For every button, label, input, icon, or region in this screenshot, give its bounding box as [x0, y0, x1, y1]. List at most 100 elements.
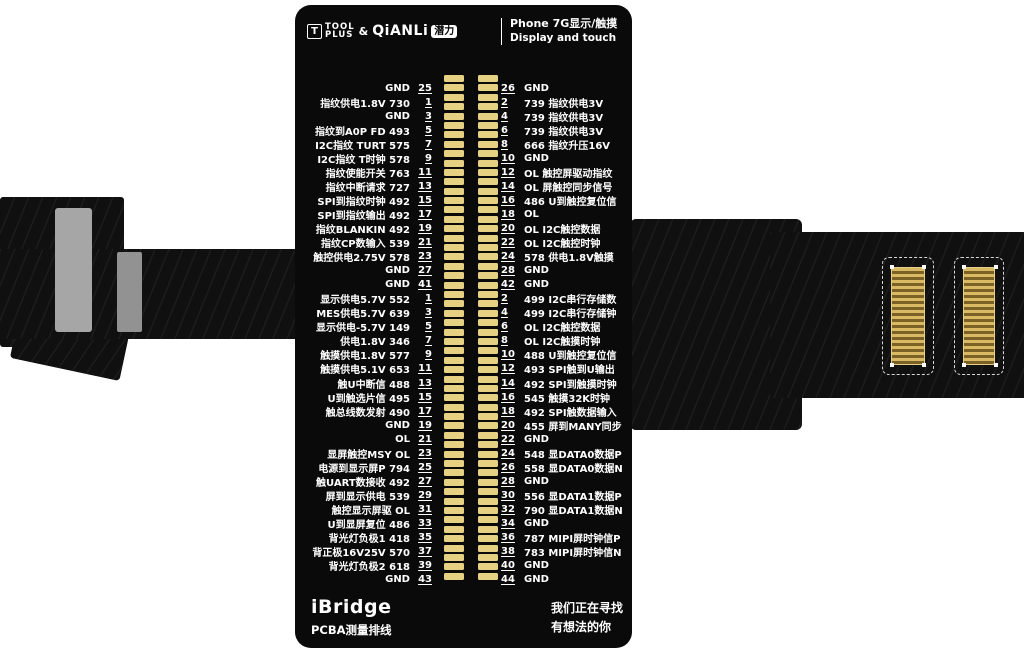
- left-pin-number: 13: [418, 180, 432, 192]
- gold-test-pad: [478, 159, 498, 167]
- gold-test-pad: [444, 337, 464, 345]
- right-pin-number: 2: [501, 96, 508, 108]
- left-pin-number: 29: [418, 489, 432, 501]
- left-signal-label: SPI到指纹时钟 492: [317, 196, 410, 208]
- gold-test-pad: [444, 563, 464, 571]
- left-pin-number: 15: [418, 391, 432, 403]
- left-signal-label: 指纹BLANKIN 492: [315, 225, 410, 236]
- board-to-board-connector-1: [882, 257, 934, 375]
- pin-row: SPI到指纹时钟 492 15 16 486 U到触控复位信: [301, 193, 626, 208]
- left-pin-number: 27: [418, 475, 432, 487]
- right-pin-number: 40: [501, 560, 515, 572]
- gold-test-pad: [478, 450, 498, 458]
- connector-1-gold-contacts: [890, 265, 925, 367]
- right-pin-number: 32: [501, 503, 515, 515]
- right-signal-label: 578 供电1.8V触摸: [524, 253, 614, 265]
- gold-test-pad: [478, 319, 498, 327]
- gold-test-pad: [478, 460, 498, 468]
- right-signal-label: OL I2C触控时钟: [524, 239, 601, 251]
- left-signal-label: SPI到指纹输出 492: [317, 210, 410, 222]
- right-pin-number: 8: [501, 335, 508, 347]
- gold-test-pad: [444, 450, 464, 458]
- left-stiffener-pad: [55, 208, 92, 332]
- gold-test-pad: [444, 272, 464, 280]
- header-divider: [501, 17, 502, 45]
- left-signal-label: 背光灯负极2 618: [328, 562, 410, 574]
- left-signal-label: I2C指纹 TURT 575: [315, 140, 410, 152]
- right-pin-number: 12: [501, 166, 515, 178]
- left-signal-label: 触控显示屏驱 OL: [331, 505, 410, 517]
- gold-test-pad: [444, 281, 464, 289]
- gold-test-pad: [444, 422, 464, 430]
- left-signal-label: 显示供电-5.7V 149: [316, 323, 410, 335]
- left-flex-cable-ribbon: [0, 249, 302, 339]
- left-pin-number: 15: [418, 194, 432, 206]
- gold-test-pad: [444, 262, 464, 270]
- qianli-wordmark: QiANLi: [372, 23, 429, 39]
- gold-test-pad: [478, 131, 498, 139]
- gold-test-pad: [444, 497, 464, 505]
- right-signal-label: 666 指纹升压16V: [524, 140, 611, 152]
- right-signal-label: 739 指纹供电3V: [524, 126, 604, 138]
- left-signal-label: GND: [385, 419, 410, 431]
- left-signal-label: 屏到显示供电 539: [325, 491, 410, 503]
- left-signal-label: 指纹到A0P FD 493: [315, 126, 410, 138]
- gold-test-pad: [478, 215, 498, 223]
- gold-test-pad: [478, 178, 498, 186]
- right-pin-number: 26: [501, 461, 515, 473]
- gold-test-pad: [444, 168, 464, 176]
- slogan-line-1: 我们正在寻找: [551, 601, 624, 615]
- gold-test-pad: [478, 403, 498, 411]
- gold-test-pad: [478, 328, 498, 336]
- left-pin-number: 3: [425, 307, 432, 319]
- gold-test-pad: [444, 159, 464, 167]
- left-signal-label: 背光灯负极1 418: [328, 534, 410, 546]
- gold-test-pad: [478, 75, 498, 82]
- gold-test-pad: [478, 525, 498, 533]
- product-subtitle: PCBA测量排线: [311, 623, 392, 637]
- gold-test-pad: [478, 469, 498, 477]
- right-signal-label: GND: [524, 279, 549, 291]
- gold-test-pad: [478, 234, 498, 242]
- right-pin-number: 6: [501, 124, 508, 136]
- left-pin-number: 7: [425, 335, 432, 347]
- right-signal-label: 790 显DATA1数据N: [524, 505, 623, 517]
- left-pin-number: 5: [425, 124, 432, 136]
- gold-test-pad: [478, 553, 498, 561]
- gold-test-pad: [444, 319, 464, 327]
- left-signal-label: 触U中断信 488: [337, 379, 410, 391]
- right-pin-number: 16: [501, 194, 515, 206]
- gold-test-pad: [478, 563, 498, 571]
- gold-test-pad: [478, 84, 498, 92]
- left-signal-label: U到显屏复位 486: [327, 519, 410, 531]
- right-pin-number: 36: [501, 532, 515, 544]
- left-signal-label: 背正极16V25V 570: [312, 548, 410, 560]
- right-pin-number: 8: [501, 138, 508, 150]
- right-signal-label: 486 U到触控复位信: [524, 196, 617, 208]
- gold-test-pad: [478, 394, 498, 402]
- left-pin-number: 19: [418, 419, 432, 431]
- gold-test-pad: [444, 469, 464, 477]
- left-signal-label: GND: [385, 279, 410, 291]
- gold-test-pad: [478, 413, 498, 421]
- gold-test-pad: [444, 394, 464, 402]
- gold-test-pad: [444, 506, 464, 514]
- left-signal-label: 显屏触控MSY OL: [327, 449, 410, 461]
- gold-pad-strip-left: [444, 75, 464, 580]
- left-signal-label: 指纹使能开关 763: [325, 168, 410, 180]
- toolplus-logo-icon: T: [307, 23, 322, 39]
- right-signal-label: GND: [524, 560, 549, 572]
- main-test-board: T TOOL PLUS & QiANLi 潜力 Phone 7G显示/触摸 Di…: [295, 5, 632, 648]
